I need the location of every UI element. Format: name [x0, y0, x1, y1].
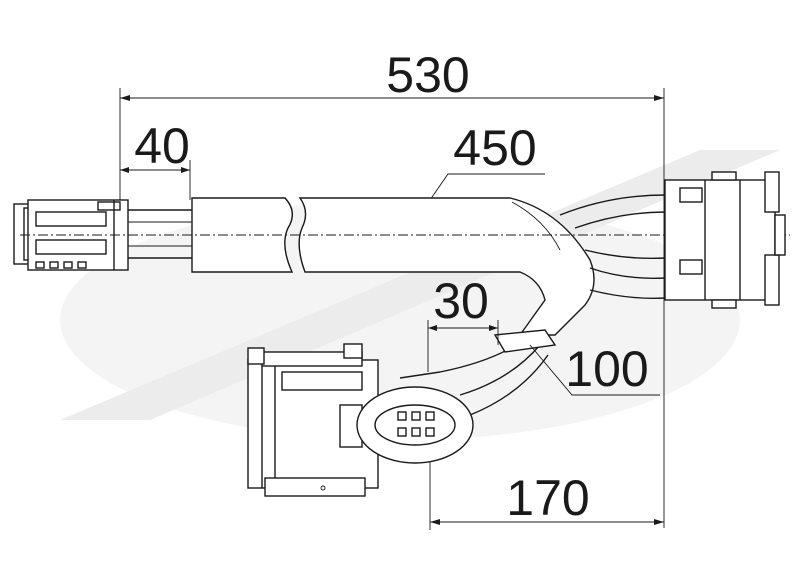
dimension-label-40: 40: [134, 118, 190, 174]
dimension-label-30: 30: [433, 273, 489, 329]
dimension-530: 530: [119, 47, 665, 528]
cable-bundle-left: [128, 209, 192, 259]
dimension-label-530: 530: [386, 47, 469, 103]
dimension-label-450: 450: [453, 120, 536, 176]
dimension-label-170: 170: [506, 470, 589, 526]
dimension-label-100: 100: [565, 341, 648, 397]
dimension-100: 100: [529, 341, 660, 397]
dimension-170: 170: [429, 462, 664, 530]
dimension-450: 450: [429, 120, 545, 201]
bottom-plug: [247, 343, 474, 497]
branch-wires: [399, 329, 557, 416]
dimension-30: 30: [427, 273, 499, 372]
dimension-40: 40: [120, 118, 191, 200]
right-connector: [664, 171, 786, 309]
wire-fanout-right: [559, 194, 666, 299]
